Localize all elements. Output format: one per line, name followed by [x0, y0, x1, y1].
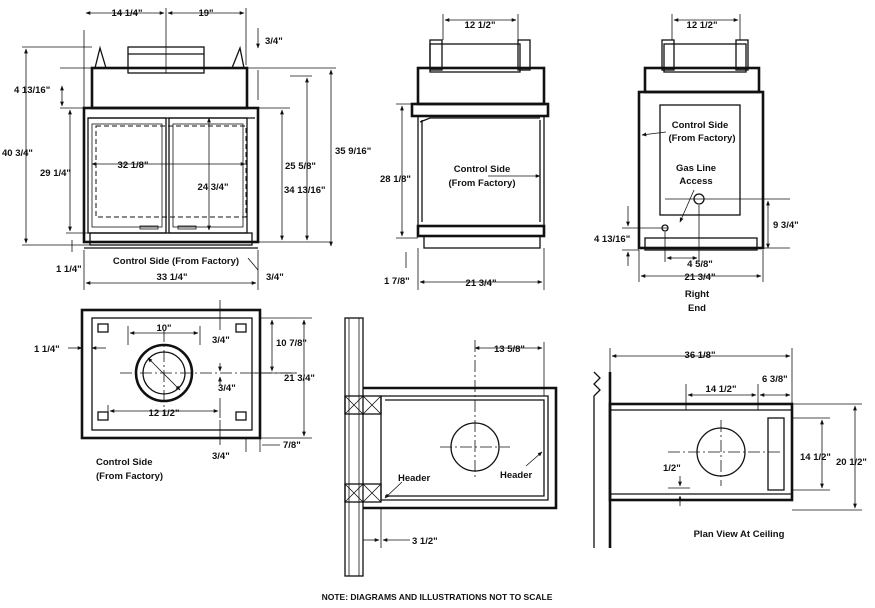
right-label-gas-line1: Gas Line — [676, 163, 716, 174]
right-chimney-collar — [663, 43, 747, 73]
side-label-line2: (From Factory) — [448, 178, 515, 189]
side-dim-bottom-left: 1 7/8" — [384, 276, 410, 287]
top-outer — [80, 308, 262, 440]
ceiling-outer — [608, 402, 794, 502]
top-dim-small-top: 3/4" — [212, 335, 230, 346]
header-view: 13 5/8" Header Header 3 1/2" — [344, 317, 558, 577]
right-dim-bottom-a: 4 5/8" — [687, 259, 713, 270]
right-end-view: 12 1/2" Control Side (From Factory) Gas … — [594, 14, 799, 314]
right-dim-bottom-b: 21 3/4" — [685, 272, 716, 283]
ceiling-wall-break — [593, 371, 601, 548]
top-view: 1 1/4" 10" 3/4" 10 7/8" 21 3/4" 3/4" 12 … — [34, 300, 315, 482]
ceiling-dim-mid: 14 1/2" — [706, 384, 737, 395]
side-base — [416, 224, 546, 238]
front-top-housing — [90, 66, 249, 110]
front-dim-left-middle: 29 1/4" — [40, 168, 71, 179]
right-dim-right: 9 3/4" — [773, 220, 799, 231]
ceiling-header-piece — [767, 417, 785, 491]
front-dim-top-left: 14 1/4" — [112, 8, 143, 19]
front-dim-inner-width: 32 1/8" — [118, 160, 149, 171]
front-dim-inner-height: 24 3/4" — [198, 182, 229, 193]
front-caption: Control Side (From Factory) — [113, 256, 239, 267]
side-dim-height: 28 1/8" — [380, 174, 411, 185]
front-dim-left-total: 40 3/4" — [2, 148, 33, 159]
front-dim-right-a: 25 5/8" — [285, 161, 316, 172]
top-dim-right-a: 10 7/8" — [276, 338, 307, 349]
front-dim-left-upper: 4 13/16" — [14, 85, 50, 96]
top-dim-right-b: 21 3/4" — [284, 373, 315, 384]
top-dim-bottom-small: 3/4" — [212, 451, 230, 462]
top-dim-right-small: 7/8" — [283, 440, 301, 451]
side-dim-bottom-width: 21 3/4" — [466, 278, 497, 289]
top-dim-bottom-inner: 12 1/2" — [149, 408, 180, 419]
header-label-right: Header — [500, 470, 533, 481]
right-dim-left: 4 13/16" — [594, 234, 630, 245]
top-caption-line2: (From Factory) — [96, 471, 163, 482]
front-dim-top-small: 3/4" — [265, 36, 283, 47]
ceiling-caption: Plan View At Ceiling — [694, 529, 785, 540]
top-caption-line1: Control Side — [96, 457, 152, 468]
front-handle-right — [177, 225, 197, 230]
ceiling-dim-top: 36 1/8" — [685, 350, 716, 361]
front-standoff-left — [94, 45, 107, 69]
right-caption-line1: Right — [685, 289, 710, 300]
header-frame-outer — [363, 386, 558, 510]
front-firebox-outline — [95, 125, 247, 218]
front-standoff-right — [231, 45, 245, 69]
not-to-scale-note: NOTE: DIAGRAMS AND ILLUSTRATIONS NOT TO … — [322, 592, 553, 602]
right-access-panel — [659, 104, 741, 216]
front-view: 14 1/4" 19" 3/4" 4 13/16" 40 3/4" 29 1/4… — [2, 8, 371, 290]
side-label-line1: Control Side — [454, 164, 510, 175]
front-dim-bottom-right: 3/4" — [266, 272, 284, 283]
front-dim-right-b: 34 13/16" — [284, 185, 325, 196]
right-label-control-line1: Control Side — [672, 120, 728, 131]
ceiling-dim-right-a: 14 1/2" — [800, 452, 831, 463]
header-dim-top: 13 5/8" — [494, 344, 525, 355]
right-dim-top: 12 1/2" — [687, 20, 718, 31]
front-dim-bottom-left: 1 1/4" — [56, 264, 82, 275]
front-dim-bottom-width: 33 1/4" — [157, 272, 188, 283]
right-label-control-line2: (From Factory) — [668, 133, 735, 144]
ceiling-dim-right-b: 20 1/2" — [836, 457, 867, 468]
header-dim-bottom: 3 1/2" — [412, 536, 438, 547]
top-dim-left: 1 1/4" — [34, 344, 60, 355]
front-handle-left — [139, 225, 159, 230]
front-door-right — [168, 117, 248, 234]
right-label-gas-line2: Access — [679, 176, 712, 187]
ceiling-dim-left-small: 1/2" — [663, 463, 681, 474]
front-dim-top-right: 19" — [198, 8, 213, 19]
top-dim-mid: 3/4" — [218, 383, 236, 394]
header-label-left: Header — [398, 473, 431, 484]
front-door-left — [87, 117, 167, 234]
ceiling-view: 36 1/8" 14 1/2" 6 3/8" 1/2" 14 1/2" 20 1… — [593, 348, 867, 548]
front-dim-right-c: 35 9/16" — [335, 146, 371, 157]
side-top-housing — [416, 66, 546, 106]
top-dim-top-inner: 10" — [156, 323, 171, 334]
wall-stud — [344, 317, 364, 577]
ceiling-dim-right-top: 6 3/8" — [762, 374, 788, 385]
side-view: 12 1/2" 28 1/8" Control Side (From Facto… — [380, 14, 550, 290]
front-base — [89, 232, 253, 246]
right-body — [637, 90, 765, 250]
right-caption-line2: End — [688, 303, 706, 314]
front-body — [82, 106, 260, 244]
side-dim-top: 12 1/2" — [465, 20, 496, 31]
